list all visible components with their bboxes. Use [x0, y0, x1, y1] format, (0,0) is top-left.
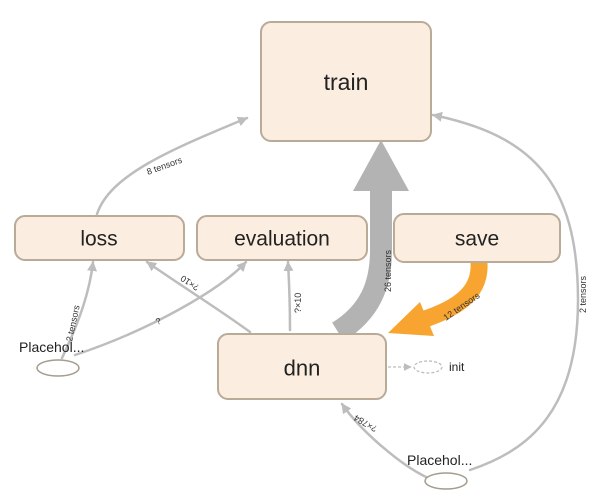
edge-save-to-dnn	[419, 261, 488, 329]
edge-loss-to-train	[95, 116, 249, 216]
node-loss[interactable]: loss	[14, 215, 185, 261]
node-placeholder-bottom[interactable]: Placehol...	[407, 452, 472, 490]
node-evaluation[interactable]: evaluation	[196, 215, 368, 261]
node-dnn[interactable]: dnn	[217, 333, 387, 400]
node-init[interactable]: init	[413, 360, 465, 374]
node-placeholder-left[interactable]: Placehol...	[19, 339, 84, 377]
edge-label-loss-to-train: 8 tensors	[145, 155, 184, 177]
node-loss-label: loss	[80, 228, 117, 251]
node-init-label: init	[449, 360, 465, 374]
edge-save-to-dnn-arrowhead	[388, 302, 434, 336]
edge-dnn-to-train-arrowhead	[353, 140, 409, 191]
node-evaluation-label: evaluation	[234, 228, 330, 251]
node-train-label: train	[324, 69, 369, 95]
edge-label-dnn-to-loss: ?×10	[179, 273, 201, 292]
edge-label-placeholder-to-train: 2 tensors	[578, 275, 588, 313]
edge-placeholder-to-train	[431, 111, 580, 472]
edge-label-dnn-to-train: 26 tensors	[383, 249, 393, 292]
node-placeholder-left-label: Placehol...	[19, 339, 84, 355]
edge-dnn-to-loss	[145, 260, 252, 334]
edge-label-placeholder-to-loss: 2 tensors	[64, 304, 82, 343]
edge-label-dnn-to-evaluation: ?×10	[293, 293, 303, 313]
edge-dnn-to-evaluation	[283, 260, 294, 332]
node-placeholder-bottom-label: Placehol...	[407, 452, 472, 468]
node-train[interactable]: train	[260, 21, 432, 142]
edge-placeholder-to-evaluation	[73, 260, 248, 357]
node-dnn-label: dnn	[284, 356, 321, 381]
node-save-label: save	[455, 228, 499, 251]
edge-placeholder-to-dnn	[340, 402, 430, 480]
edge-label-placeholder-to-evaluation: ?	[154, 316, 162, 327]
edge-placeholder-to-loss	[60, 260, 98, 360]
node-save[interactable]: save	[393, 213, 561, 263]
edge-dnn-to-train	[331, 188, 392, 342]
